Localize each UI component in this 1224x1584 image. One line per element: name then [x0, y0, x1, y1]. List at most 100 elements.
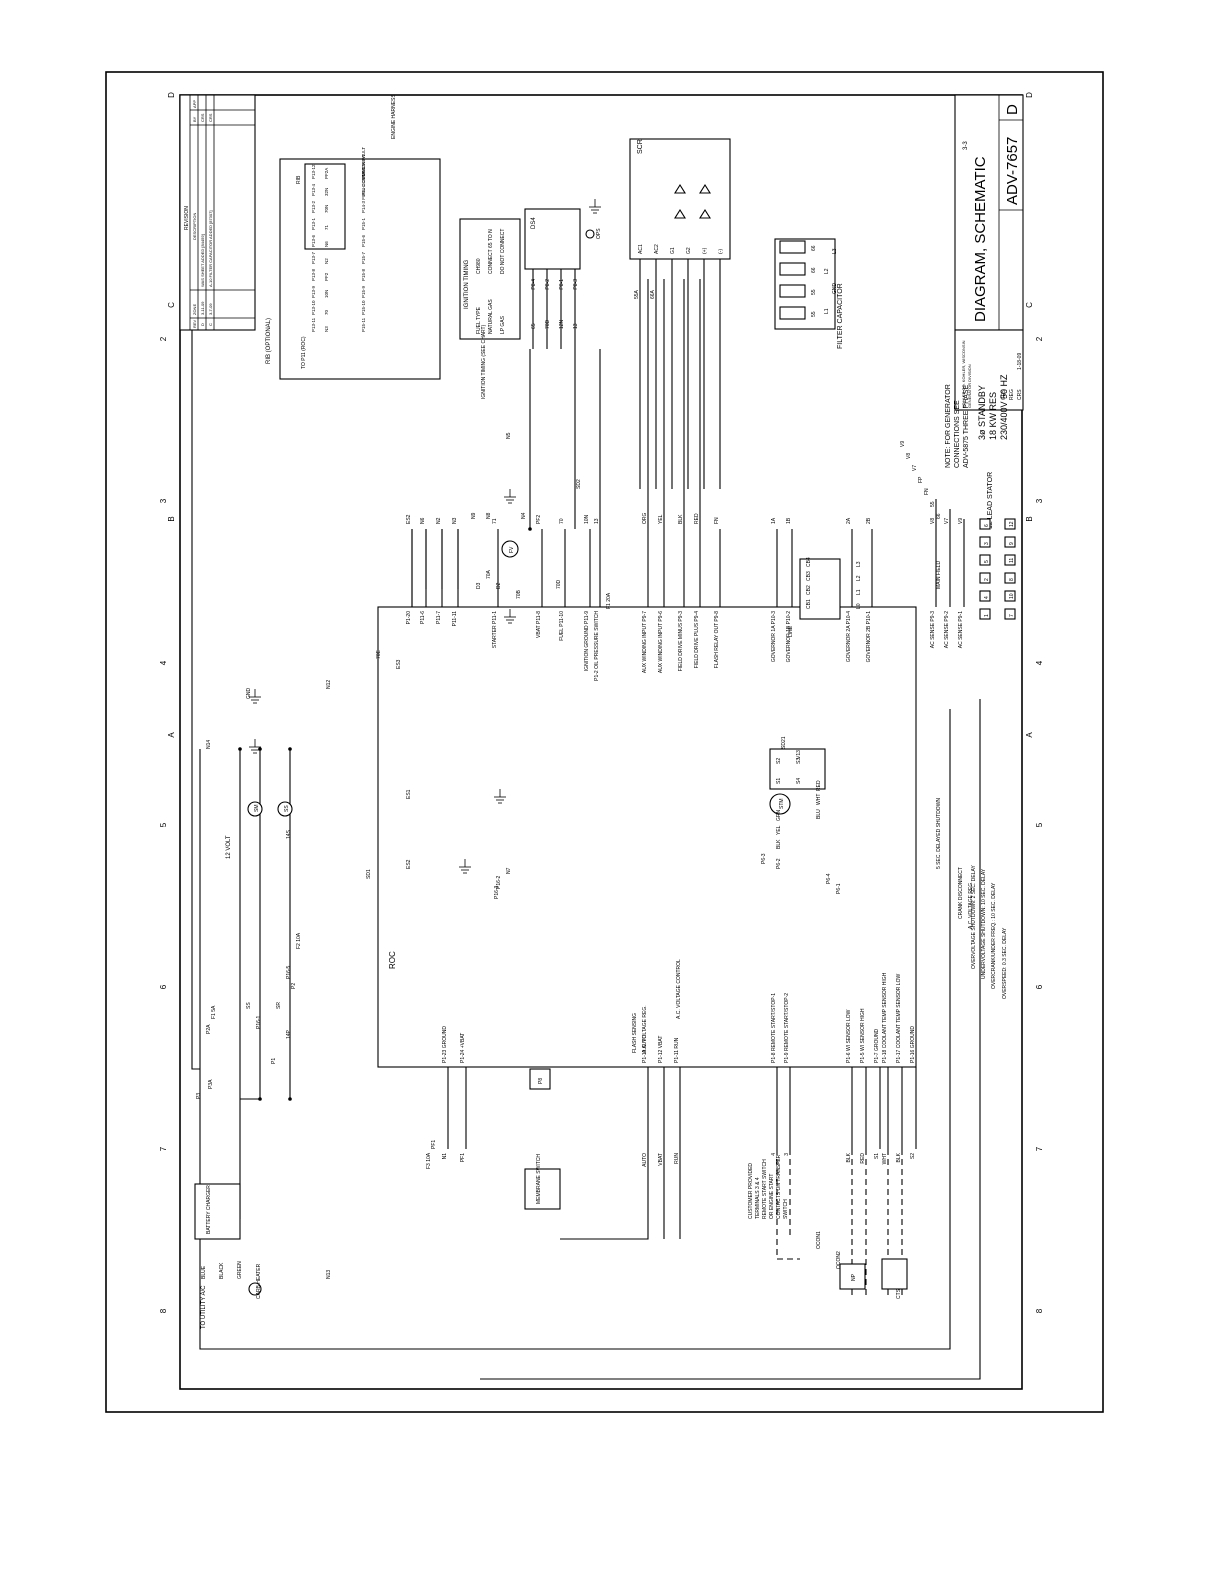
roc-pin-label: FLASH RELAY OUT P9-8	[714, 611, 720, 668]
roc-pin-label: P1-23 GROUND	[442, 1026, 448, 1063]
filter-lead-label: GND	[832, 283, 838, 295]
rib-pin-left: P13-6	[311, 234, 316, 247]
roc-wire-label: BLK	[896, 1152, 902, 1162]
roc-pin-label: FIELD DRIVE PLUS P9-4	[694, 611, 700, 668]
roc-pin-label: P1-20	[406, 611, 412, 625]
generator-note: NOTE: FOR GENERATOR CONNECTIONS SEE ADV-…	[945, 384, 970, 468]
components: ROCP1-20ES2P11-6N6P11-7N2P11-11N3STARTER…	[194, 94, 1016, 1329]
wire-label: N14	[206, 740, 212, 749]
zone-number-top: 4	[159, 660, 168, 665]
wire-label: P3	[196, 1093, 202, 1099]
wire-label: N9	[471, 512, 477, 519]
stator-terminal	[1004, 518, 1016, 530]
stator-lead-label: FP	[918, 476, 924, 483]
ignition-header-ch: CH980	[476, 258, 482, 274]
roc-wire-label: 4	[771, 1153, 777, 1156]
governor-color-label: BLK	[776, 839, 782, 849]
filter-terminal-label: 66	[811, 267, 817, 273]
carb-heater-label: CARB HEATER	[256, 1263, 262, 1299]
roc-wire-label: V8	[930, 518, 936, 524]
scr-terminal-label: (-)	[718, 249, 724, 254]
roc-function-label: A.C. VOLTAGE REG.	[642, 1005, 648, 1053]
rev-header-app: APP	[192, 100, 197, 108]
roc-pin-label: STARTER P11-1	[492, 611, 498, 648]
starter-wire	[240, 749, 261, 1100]
ops-label: OPS	[596, 228, 602, 239]
roc-function-label: OVERSPEED: 0.3 SEC. DELAY	[1002, 927, 1008, 999]
gnd-label: GND	[246, 688, 252, 700]
zone-number-bottom: 7	[1035, 1146, 1044, 1151]
rib-pin-right: P15-10	[361, 300, 366, 315]
roc-pin-label: P11-6	[420, 611, 426, 624]
rib-pin-left: P13-9	[311, 285, 316, 298]
roc-box	[377, 606, 917, 1068]
roc-function-label: UNDERVOLTAGE SHUTDOWN: 10 SEC. DELAY	[981, 868, 987, 979]
zone-letter-bottom: A	[1025, 732, 1034, 738]
approval-block: KOHLER CO. KOHLER, WISCONSIN GENERATOR D…	[954, 329, 1024, 411]
wire-label: PF1	[431, 1140, 437, 1149]
charger-wire-label: BLACK	[219, 1262, 225, 1279]
rib-pin-right: P15-9	[361, 285, 366, 298]
customer-dash	[776, 1149, 800, 1260]
stator-terminal	[1004, 572, 1016, 584]
stator-terminal	[979, 590, 991, 602]
junction-dot	[238, 747, 242, 751]
roc-function-label: A.C. VOLTAGE CONTROL	[676, 959, 682, 1019]
rev-row-2-rev: C	[208, 323, 213, 326]
roc-pin-label: GOVERNOR 2B P10-1	[866, 611, 872, 663]
roc-wire-label: N3	[452, 517, 458, 524]
roc-wire-label: 13	[594, 518, 600, 524]
roc-wire-label: AUTO	[642, 1153, 648, 1167]
filter-terminal	[779, 306, 806, 320]
stm-color-label: RED	[816, 780, 822, 791]
roc-function-label: 5 SEC. DELAYED SHUTDOWN	[936, 798, 942, 869]
relay-box	[769, 748, 826, 790]
relay-label: S3	[796, 758, 802, 764]
ignition-header-fuel: FUEL TYPE	[476, 306, 482, 334]
diode-symbol	[699, 183, 711, 194]
zone-letter-bottom: B	[1025, 516, 1034, 521]
roc-wire-label: 3	[784, 1153, 790, 1156]
ignition-table	[459, 218, 521, 340]
diode-symbol	[699, 208, 711, 219]
roc-wire-label: PF2	[536, 515, 542, 524]
wire-label: P16-2	[496, 875, 502, 889]
customer-note-line: TERMINALS 3 & 4	[755, 1177, 761, 1219]
rev-row-1-by: CRS	[200, 113, 205, 122]
filter-terminal	[779, 262, 806, 276]
roc-pin-label: P1-9 REMOTE START/STOP-2	[784, 993, 790, 1063]
zone-letter-top: A	[167, 732, 176, 738]
rib-wire-left: 32N	[324, 188, 329, 196]
customer-note-line: CUSTOMER PROVIDED	[748, 1163, 754, 1219]
roc-pin-label: P1-2 OIL PRESSURE SWITCH	[594, 611, 600, 681]
rib-wire-left: 71	[324, 224, 329, 230]
wire-label: N12	[326, 680, 332, 689]
ds4-wire-label: 70D	[545, 319, 551, 329]
ignition-timing-note: IGNITION TIMING (SEE CHART)	[481, 324, 487, 399]
junction-dot	[258, 747, 262, 751]
scr-box	[629, 138, 731, 260]
stator-lead-label: 55	[930, 501, 936, 507]
model-rating: 3ø STANDBY 18 KW RES 230/400V 50 HZ	[977, 374, 1009, 440]
zone-number-top: 6	[159, 984, 168, 989]
zone-number-bottom: 2	[1035, 336, 1044, 341]
roc-pin-label: GOVERNOR 1A P10-3	[771, 611, 777, 662]
roc-wire-label: BLK	[846, 1152, 852, 1162]
roc-function-label: A.C. VOLTAGE REG.	[968, 881, 974, 929]
rib-wire-left: N3	[324, 326, 329, 332]
wire-label: 70A	[486, 569, 492, 579]
perimeter-wire-n13	[199, 709, 951, 1350]
n5-label: N5	[506, 432, 512, 439]
roc-pin-label: P1-5 WI SENSOR HIGH	[860, 1008, 866, 1063]
rib-wire-left: 10N	[324, 290, 329, 298]
line-terminal-label: L3	[856, 561, 862, 567]
roc-pin-label: FUEL P11-10	[559, 611, 565, 641]
zone-letter-top: D	[167, 92, 176, 98]
drawing-number: ADV-7657	[1004, 137, 1021, 205]
customer-note-line: CONTACTS ON TRANSFER	[776, 1154, 782, 1219]
rib-box-label: RIB	[296, 175, 302, 184]
scr-terminal-label: G2	[686, 247, 692, 254]
roc-pin-label: AC SENSE P9-2	[944, 611, 950, 648]
roc-wire-label: ORG	[642, 513, 648, 525]
